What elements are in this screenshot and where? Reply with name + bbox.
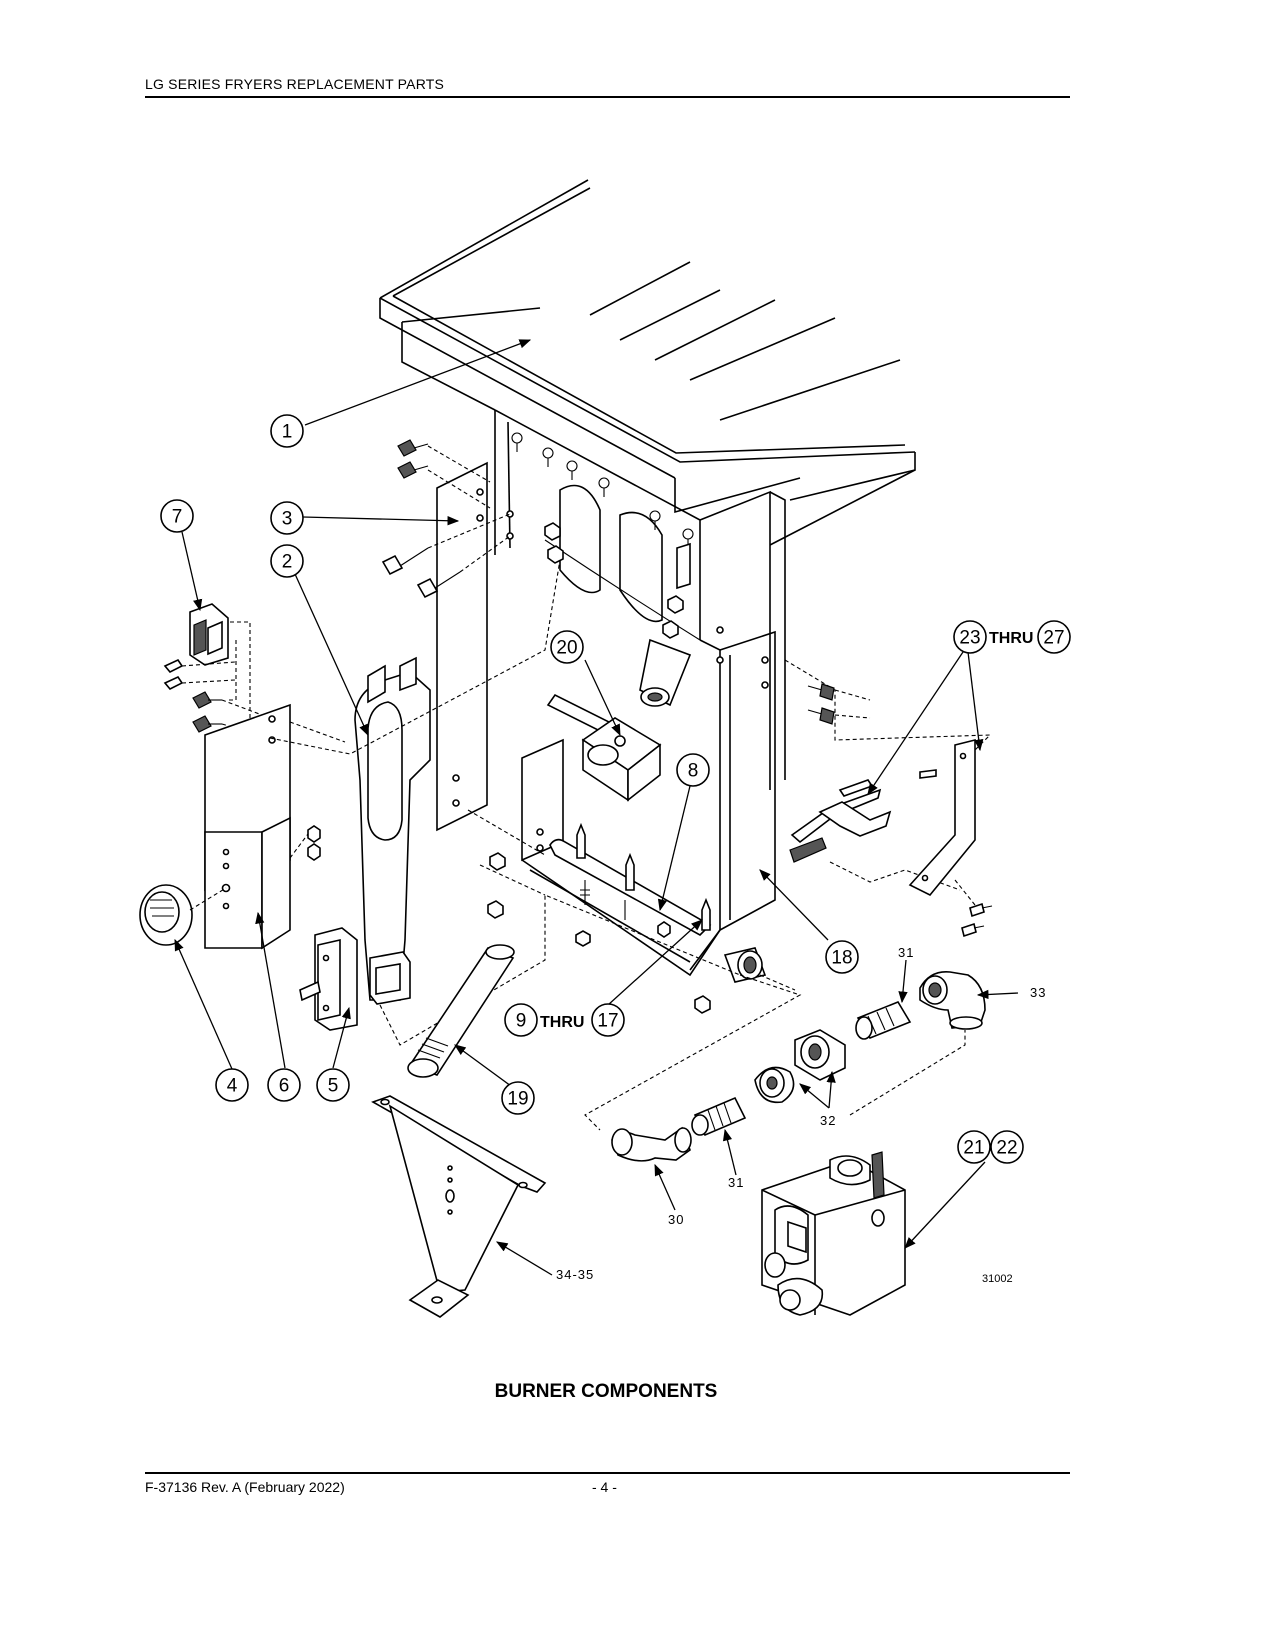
- figure-caption: BURNER COMPONENTS: [494, 1381, 718, 1402]
- mounting-stand: [371, 1095, 547, 1318]
- callout-6: 6: [267, 1068, 301, 1102]
- gas-valve: [761, 1151, 906, 1316]
- label-33: 33: [1030, 985, 1046, 1000]
- svg-text:18: 18: [831, 948, 852, 969]
- callout-4: 4: [215, 1068, 249, 1102]
- svg-text:19: 19: [507, 1089, 528, 1110]
- fryer-top-frame: [379, 179, 916, 546]
- callout-9: 9: [504, 1003, 538, 1037]
- thru-label-23-27: THRU: [989, 630, 1033, 647]
- right-bolts: [807, 683, 835, 725]
- label-31-upper: 31: [898, 945, 914, 960]
- pilot-bracket: [908, 738, 993, 938]
- svg-text:4: 4: [227, 1076, 238, 1097]
- switch-part: [163, 603, 251, 780]
- header-rule: [145, 96, 1070, 98]
- label-30: 30: [668, 1212, 684, 1227]
- control-bracket: [204, 703, 321, 950]
- label-32: 32: [820, 1113, 836, 1128]
- page-header-title: LG SERIES FRYERS REPLACEMENT PARTS: [145, 76, 445, 92]
- svg-text:9: 9: [516, 1011, 527, 1032]
- callout-22: 22: [990, 1130, 1024, 1164]
- drawing-number: 31002: [982, 1273, 1013, 1285]
- svg-text:20: 20: [556, 638, 577, 659]
- callout-18: 18: [825, 940, 859, 974]
- footer-page-number: - 4 -: [592, 1479, 617, 1495]
- callout-2: 2: [270, 544, 304, 578]
- burner-tube: [354, 656, 431, 1005]
- callout-20: 20: [550, 630, 584, 664]
- thru-label-9-17: THRU: [540, 1014, 584, 1031]
- gas-fittings: [611, 971, 986, 1162]
- svg-text:8: 8: [688, 761, 699, 782]
- svg-text:17: 17: [597, 1011, 618, 1032]
- control-knob: [139, 884, 227, 946]
- air-shutter-part: [546, 693, 662, 802]
- mounting-plate: [436, 461, 514, 832]
- svg-text:1: 1: [282, 422, 293, 443]
- callout-21: 21: [957, 1130, 991, 1164]
- callout-23: 23: [953, 620, 987, 654]
- assembly-paths: [269, 559, 992, 1131]
- label-31-lower: 31: [728, 1175, 744, 1190]
- leader-lines: [174, 339, 1019, 1276]
- burner-housing: [494, 409, 786, 971]
- footer-doc-ref: F-37136 Rev. A (February 2022): [145, 1479, 345, 1495]
- label-34-35: 34-35: [556, 1267, 594, 1282]
- burner-inlet-pipe: [639, 638, 692, 707]
- svg-text:21: 21: [963, 1138, 984, 1159]
- svg-text:5: 5: [328, 1076, 339, 1097]
- callout-5: 5: [316, 1068, 350, 1102]
- footer-rule: [145, 1472, 1070, 1474]
- svg-text:6: 6: [279, 1076, 290, 1097]
- pipe-nipple-19: [407, 944, 515, 1078]
- pilot-manifold: [487, 738, 767, 1014]
- svg-text:3: 3: [282, 509, 293, 530]
- svg-text:27: 27: [1043, 628, 1064, 649]
- callout-27: 27: [1037, 620, 1071, 654]
- pilot-assembly: [789, 769, 937, 863]
- callout-17: 17: [591, 1003, 625, 1037]
- svg-text:23: 23: [959, 628, 980, 649]
- callout-3: 3: [270, 501, 304, 535]
- bracket-bolts: [192, 691, 271, 739]
- callout-19: 19: [501, 1081, 535, 1115]
- plate-bolts: [381, 439, 511, 599]
- callout-7: 7: [160, 499, 194, 533]
- housing-nuts: [544, 522, 684, 639]
- thermostat-switch: [299, 927, 358, 1031]
- svg-text:22: 22: [996, 1138, 1017, 1159]
- svg-text:2: 2: [282, 552, 293, 573]
- callout-8: 8: [676, 753, 710, 787]
- svg-text:7: 7: [172, 507, 183, 528]
- callout-1: 1: [270, 414, 304, 448]
